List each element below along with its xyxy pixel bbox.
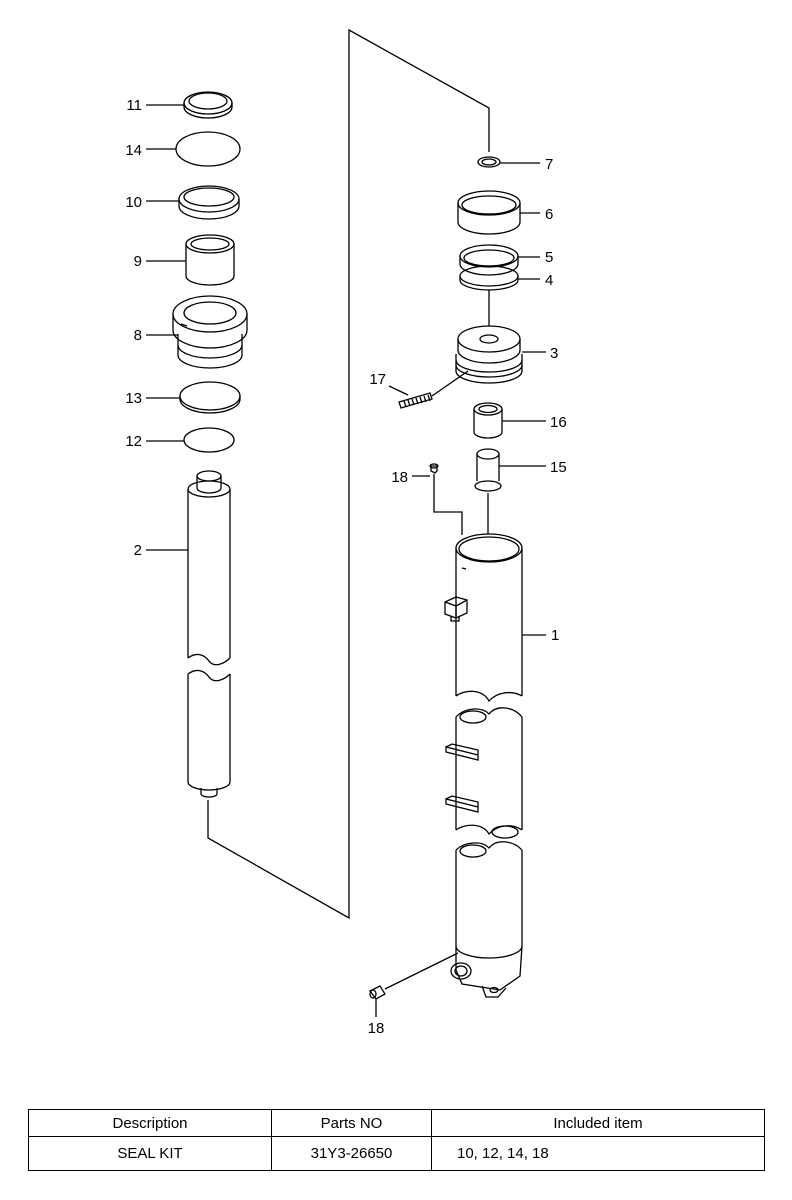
part-12-o-ring xyxy=(183,427,235,453)
part-4-back-up-ring xyxy=(459,265,519,291)
cell-description: SEAL KIT xyxy=(28,1136,272,1171)
header-parts-no: Parts NO xyxy=(271,1109,432,1137)
table-row: SEAL KIT 31Y3-26650 10, 12, 14, 18 xyxy=(28,1136,765,1171)
part-8-rod-cover xyxy=(172,295,248,369)
callout-11: 11 xyxy=(126,97,142,114)
callout-12: 12 xyxy=(125,433,142,450)
part-13-back-up-ring xyxy=(179,381,241,414)
part-3-piston xyxy=(455,325,523,384)
callout-17: 17 xyxy=(369,371,386,388)
callout-14: 14 xyxy=(125,142,142,159)
part-9-bushing xyxy=(185,234,235,286)
assembly-connector-line xyxy=(207,28,490,920)
callout-1: 1 xyxy=(551,627,559,644)
callout-13: 13 xyxy=(125,390,142,407)
callout-7: 7 xyxy=(545,156,553,173)
callout-15: 15 xyxy=(550,459,567,476)
cell-parts-no: 31Y3-26650 xyxy=(271,1136,432,1171)
part-5-piston-seal xyxy=(459,244,519,276)
part-17-set-screw xyxy=(398,392,433,409)
part-6-wear-ring xyxy=(457,190,521,235)
part-2-piston-rod xyxy=(187,470,231,798)
callout-18-bottom: 18 xyxy=(368,1020,385,1037)
part-7-o-ring xyxy=(477,156,501,168)
part-1-cylinder-tube xyxy=(444,533,523,998)
callout-8: 8 xyxy=(134,327,142,344)
header-description: Description xyxy=(28,1109,272,1137)
part-15-cushion-plunger xyxy=(474,448,502,492)
callout-10: 10 xyxy=(125,194,142,211)
callout-5: 5 xyxy=(545,249,553,266)
part-16-collar xyxy=(473,402,503,439)
exploded-parts-diagram: 11 14 10 9 8 13 12 2 7 6 5 4 3 17 16 15 … xyxy=(125,28,567,1037)
cell-included-items: 10, 12, 14, 18 xyxy=(431,1136,765,1171)
seal-kit-table: Description Parts NO Included item SEAL … xyxy=(28,1109,765,1171)
callout-18-top: 18 xyxy=(391,469,408,486)
part-10-rod-seal xyxy=(178,185,240,220)
part-18-grease-nipple-bottom xyxy=(369,985,386,1000)
callout-9: 9 xyxy=(134,253,142,270)
table-header-row: Description Parts NO Included item xyxy=(28,1109,765,1137)
callout-2: 2 xyxy=(134,542,142,559)
part-14-o-ring xyxy=(175,131,241,167)
part-18-grease-nipple-top xyxy=(429,463,439,474)
callout-6: 6 xyxy=(545,206,553,223)
callout-3: 3 xyxy=(550,345,558,362)
part-11-wiper-ring xyxy=(183,91,233,119)
callout-4: 4 xyxy=(545,272,553,289)
header-included-item: Included item xyxy=(431,1109,765,1137)
callout-16: 16 xyxy=(550,414,567,431)
